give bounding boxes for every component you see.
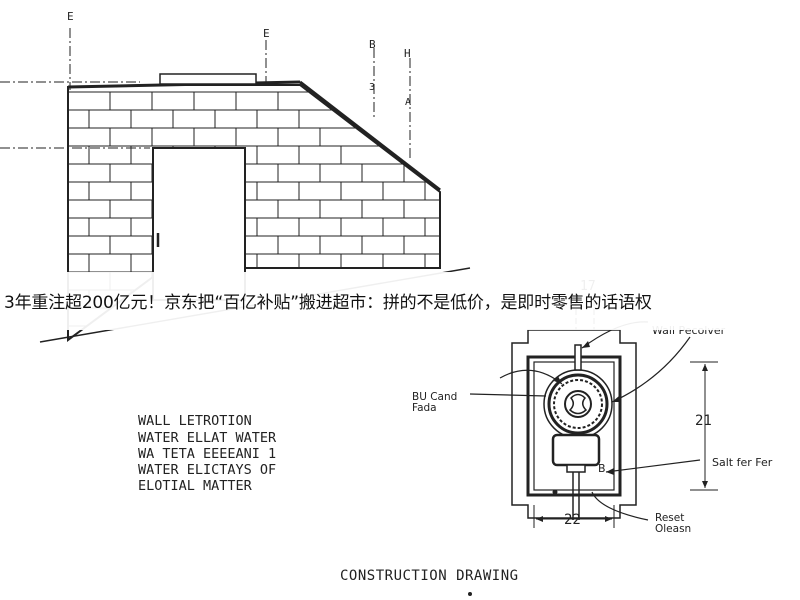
- elevation-markers: E E B H 3 A: [67, 10, 411, 108]
- elevation-sublabel-2: A: [405, 97, 411, 108]
- headline-text[interactable]: 3年重注超200亿元！京东把“百亿补贴”搬进超市：拼的不是低价，是即时零售的话语…: [4, 293, 652, 313]
- callout-salt-fer: Salt fer Fer: [712, 456, 773, 469]
- elevation-marker-3: B: [369, 38, 376, 51]
- callout-bu-band-2: Fada: [412, 402, 437, 414]
- callout-reset-1: Reset: [655, 512, 684, 524]
- note-line-2: WATER ELLAT WATER: [138, 430, 277, 446]
- elevation-marker-4: H: [404, 47, 411, 60]
- dimension-side: 21: [695, 413, 712, 429]
- note-line-3: WA TETA EEEEANI 1: [138, 446, 276, 462]
- drawing-title: CONSTRUCTION DRAWING: [340, 568, 519, 584]
- note-line-5: ELOTIAL MATTER: [138, 478, 253, 494]
- elevation-marker-2: E: [263, 27, 270, 40]
- callout-reset-2: Oleasn: [655, 523, 691, 535]
- dimension-bottom: 22: [564, 512, 581, 528]
- note-line-4: WATER ELICTAYS OF: [138, 462, 276, 478]
- headline-banner: [0, 272, 800, 330]
- elevation-sublabel-1: 3: [369, 82, 375, 93]
- elevation-marker-1: E: [67, 10, 74, 23]
- detail-drawing: [468, 300, 718, 596]
- block-courses: [67, 91, 440, 327]
- gauge-dial: [543, 369, 613, 439]
- detail-marker-b: B: [598, 462, 606, 475]
- callout-bu-band-1: BU Cand: [412, 391, 457, 403]
- cartridge: [551, 433, 601, 467]
- wall-notes: WALL LETROTION WATER ELLAT WATER WA TETA…: [138, 413, 277, 494]
- note-line-1: WALL LETROTION: [138, 413, 252, 429]
